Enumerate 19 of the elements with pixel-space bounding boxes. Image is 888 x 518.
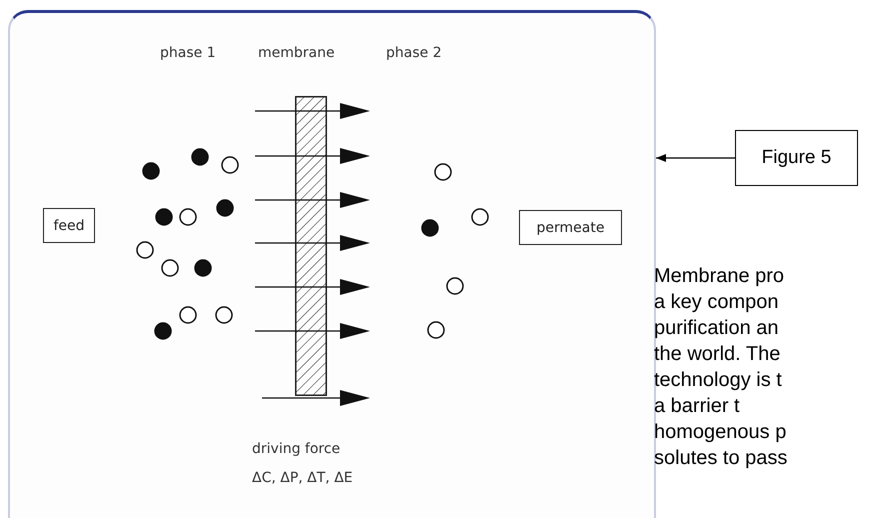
paragraph-line: the world. The: [654, 343, 780, 366]
diagram-label: phase 1: [160, 45, 216, 61]
diagram-label: driving force: [252, 441, 340, 457]
diagram-label: membrane: [258, 45, 335, 61]
figure-panel: [8, 10, 656, 518]
membrane-bar: [295, 96, 327, 396]
stream-label-box: permeate: [519, 210, 622, 245]
stream-label-box: feed: [43, 208, 95, 243]
arrow: [656, 154, 735, 162]
paragraph-line: technology is t: [654, 369, 782, 392]
paragraph-line: a barrier t: [654, 395, 740, 418]
paragraph-line: solutes to pass: [654, 447, 788, 470]
paragraph-line: purification an: [654, 317, 779, 340]
paragraph-line: Membrane pro: [654, 265, 784, 288]
figure-label-box: Figure 5: [735, 130, 858, 186]
diagram-label: ΔC, ΔP, ΔT, ΔE: [252, 470, 353, 486]
diagram-label: phase 2: [386, 45, 442, 61]
paragraph-line: homogenous p: [654, 421, 786, 444]
paragraph-line: a key compon: [654, 291, 779, 314]
